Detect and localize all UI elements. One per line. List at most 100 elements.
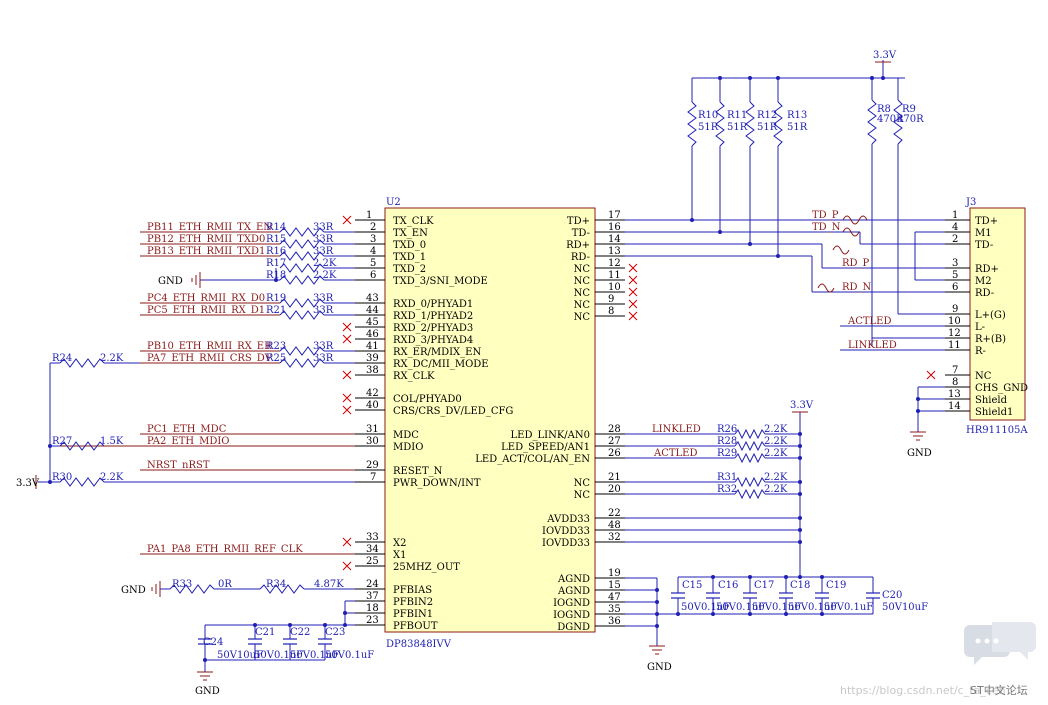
- net-label: PA7_ETH_RMII_CRS_DV: [147, 353, 273, 364]
- tx-signal-group: PB11_ETH_RMII_TX_EN PB12_ETH_RMII_TXD0 P…: [140, 222, 355, 288]
- svg-text:L-: L-: [975, 322, 985, 333]
- pin-name: TXD_0: [393, 240, 426, 251]
- svg-text:RD-: RD-: [571, 252, 590, 263]
- svg-text:51R: 51R: [757, 122, 778, 133]
- svg-text:22: 22: [608, 508, 621, 519]
- svg-text:50V0.1uF: 50V0.1uF: [752, 602, 801, 613]
- net-label: TD_N: [812, 222, 841, 233]
- svg-text:C19: C19: [826, 580, 846, 591]
- svg-text:6: 6: [952, 282, 958, 293]
- svg-text:1: 1: [366, 210, 372, 221]
- pin-name: TXD_3/SNI_MODE: [393, 276, 488, 287]
- svg-text:15: 15: [608, 580, 621, 591]
- pin-name: RXD_1/PHYAD2: [393, 311, 473, 322]
- svg-text:NC: NC: [574, 288, 591, 299]
- svg-text:L+(G): L+(G): [975, 310, 1006, 321]
- pin-name: 25MHZ_OUT: [393, 562, 460, 573]
- svg-text:7: 7: [952, 365, 958, 376]
- pin-name: RXD_2/PHYAD3: [393, 323, 473, 334]
- svg-text:35: 35: [608, 604, 621, 615]
- svg-text:C16: C16: [718, 580, 738, 591]
- svg-text:26: 26: [608, 448, 621, 459]
- net-label: PC1_ETH_MDC: [147, 424, 227, 435]
- svg-text:30: 30: [366, 436, 379, 447]
- watermark: https://blog.csdn.net/c_ta_cen ST中文论坛: [840, 622, 1036, 697]
- net-label: LINKLED: [652, 424, 701, 435]
- svg-text:M1: M1: [975, 228, 992, 239]
- svg-text:NC: NC: [975, 371, 992, 382]
- svg-text:IOGND: IOGND: [553, 598, 590, 609]
- svg-text:12: 12: [608, 258, 621, 269]
- svg-text:R19: R19: [266, 293, 286, 304]
- j3-connector[interactable]: J3 HR911105A 1 TD+ 4 M1 2 TD- 3 RD+ 5 M2…: [907, 197, 1028, 459]
- svg-text:51R: 51R: [787, 122, 808, 133]
- svg-text:50V0.1uF: 50V0.1uF: [254, 650, 303, 661]
- svg-text:Shield1: Shield1: [975, 407, 1013, 418]
- pin-name: MDIO: [393, 442, 423, 453]
- svg-text:2: 2: [370, 222, 376, 233]
- svg-text:48: 48: [608, 520, 621, 531]
- svg-text:2: 2: [952, 234, 958, 245]
- net-label: PB13_ETH_RMII_TXD1: [147, 246, 265, 257]
- svg-text:LED_SPEED/AN1: LED_SPEED/AN1: [501, 442, 590, 453]
- svg-text:R13: R13: [787, 110, 807, 121]
- svg-text:50V0.1uF: 50V0.1uF: [824, 602, 873, 613]
- pin-name: PFBIN2: [393, 597, 433, 608]
- c19: C19 50V0.1uF: [815, 575, 873, 616]
- svg-text:C24: C24: [203, 637, 223, 648]
- svg-text:5: 5: [952, 270, 958, 281]
- u2-chip[interactable]: U2 DP83848IVV: [384, 197, 596, 650]
- svg-text:AGND: AGND: [557, 574, 590, 585]
- svg-text:40: 40: [366, 400, 379, 411]
- svg-text:18: 18: [366, 603, 379, 614]
- svg-text:28: 28: [608, 424, 621, 435]
- pfb-group: GND R33 0R R34 4.87K C24 50V10uF: [121, 579, 374, 697]
- svg-text:J3: J3: [965, 197, 976, 208]
- svg-text:IOVDD33: IOVDD33: [542, 526, 590, 537]
- svg-text:NC: NC: [574, 276, 591, 287]
- svg-text:R23: R23: [266, 341, 286, 352]
- svg-text:27: 27: [608, 436, 621, 447]
- svg-text:10: 10: [608, 282, 621, 293]
- watermark-logo-text: ST中文论坛: [970, 683, 1028, 697]
- svg-text:6: 6: [370, 270, 376, 281]
- net-label: NRST: [147, 460, 177, 471]
- svg-text:51R: 51R: [727, 122, 748, 133]
- svg-text:R10: R10: [698, 110, 718, 121]
- svg-text:4.87K: 4.87K: [314, 579, 344, 590]
- pin-name: X2: [393, 538, 406, 549]
- svg-text:C20: C20: [882, 590, 902, 601]
- svg-text:R28: R28: [717, 436, 737, 447]
- svg-text:8: 8: [608, 306, 614, 317]
- svg-text:13: 13: [948, 389, 961, 400]
- svg-text:2.2K: 2.2K: [100, 472, 124, 483]
- svg-text:IOGND: IOGND: [553, 610, 590, 621]
- svg-text:34: 34: [366, 544, 379, 555]
- svg-text:41: 41: [366, 341, 379, 352]
- svg-text:GND: GND: [195, 686, 220, 697]
- svg-text:33R: 33R: [313, 305, 334, 316]
- pin-name: X1: [393, 550, 406, 561]
- svg-text:R21: R21: [266, 305, 286, 316]
- svg-text:20: 20: [608, 484, 621, 495]
- net-label: ACTLED: [847, 316, 892, 327]
- svg-text:R31: R31: [717, 472, 737, 483]
- svg-text:LED_LINK/AN0: LED_LINK/AN0: [511, 430, 590, 441]
- svg-text:8: 8: [952, 377, 958, 388]
- pin-name: TXD_2: [393, 264, 426, 275]
- svg-text:3: 3: [370, 234, 376, 245]
- svg-text:R33: R33: [172, 579, 192, 590]
- svg-text:4: 4: [370, 246, 376, 257]
- svg-text:33R: 33R: [313, 222, 334, 233]
- svg-text:46: 46: [366, 329, 379, 340]
- svg-text:21: 21: [608, 472, 621, 483]
- svg-text:2.2K: 2.2K: [313, 270, 337, 281]
- svg-text:DGND: DGND: [557, 622, 590, 633]
- net-label: TD_P: [812, 210, 839, 221]
- svg-text:16: 16: [608, 222, 621, 233]
- c23: C23 50V0.1uF: [318, 623, 374, 661]
- pin-name: MDC: [393, 430, 419, 441]
- svg-text:R12: R12: [757, 110, 777, 121]
- pin-name: RESET_N: [393, 466, 443, 477]
